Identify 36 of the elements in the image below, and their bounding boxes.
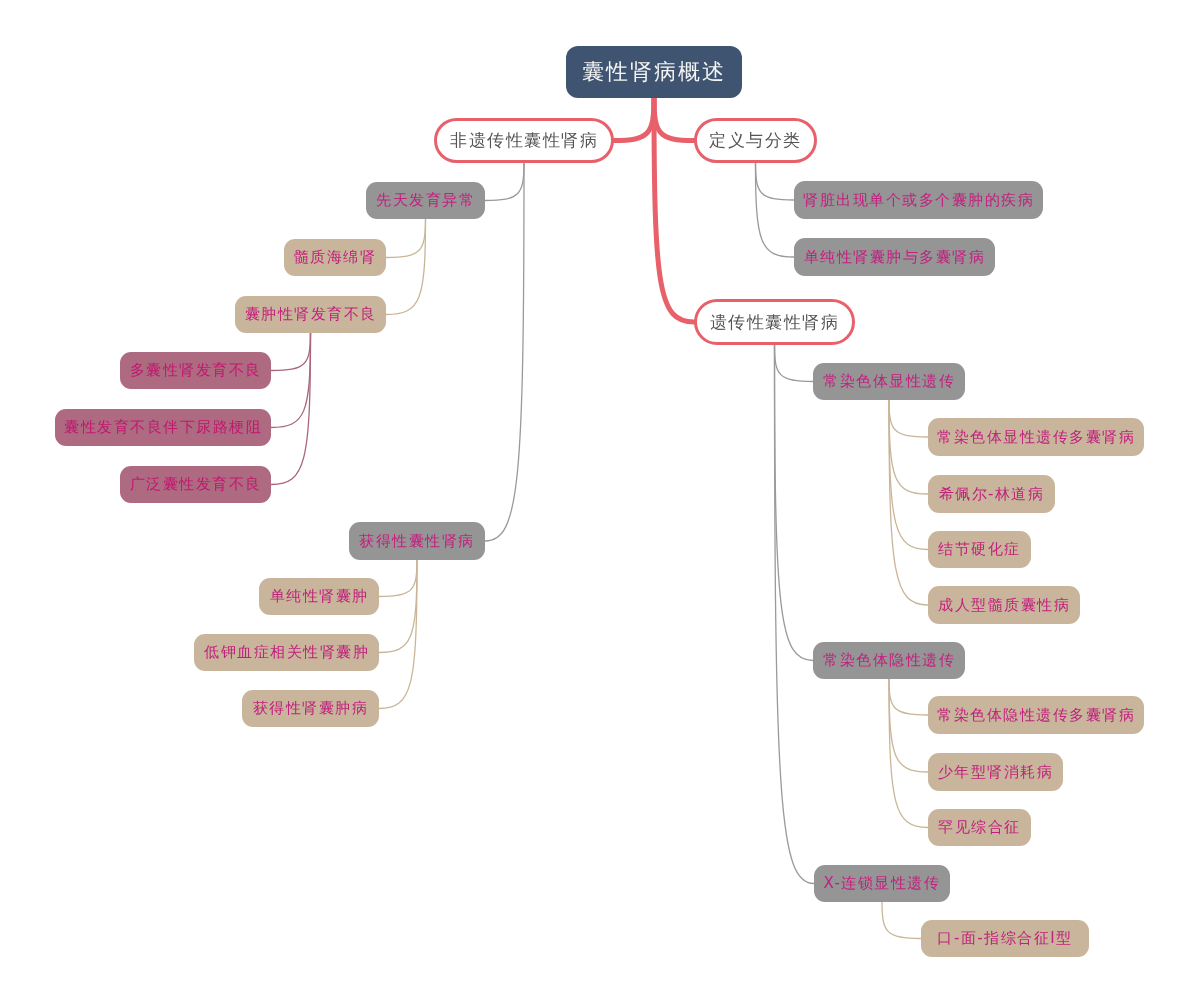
detail-box: 希佩尔-林道病 [928, 475, 1055, 513]
detail-box: 常染色体隐性遗传多囊肾病 [928, 696, 1144, 734]
detail-box: 广泛囊性发育不良 [120, 466, 271, 503]
subtopic-box: X-连锁显性遗传 [814, 865, 950, 902]
subtopic-box: 肾脏出现单个或多个囊肿的疾病 [794, 181, 1043, 219]
central-topic-box: 囊性肾病概述 [566, 46, 742, 98]
detail-box: 成人型髓质囊性病 [928, 586, 1080, 624]
subtopic-box: 常染色体隐性遗传 [813, 642, 965, 679]
detail-box: 罕见综合征 [928, 809, 1031, 846]
connector-line [888, 399, 929, 606]
connector-line [484, 162, 525, 542]
main-topic-box: 定义与分类 [694, 118, 817, 163]
connector-line [888, 678, 929, 829]
detail-box: 多囊性肾发育不良 [120, 352, 271, 389]
main-topic-box: 遗传性囊性肾病 [694, 299, 855, 345]
connector-line [881, 901, 922, 940]
subtopic-box: 获得性囊性肾病 [349, 522, 485, 560]
connector-line [378, 559, 418, 710]
detail-box: 囊性发育不良伴下尿路梗阻 [55, 409, 271, 446]
main-topic-box: 非遗传性囊性肾病 [434, 118, 614, 163]
detail-box: 囊肿性肾发育不良 [235, 296, 386, 333]
connector-line [270, 332, 312, 486]
detail-box: 单纯性肾囊肿 [259, 578, 379, 615]
connector-line [754, 162, 795, 258]
connector-line [773, 344, 815, 885]
detail-box: 常染色体显性遗传多囊肾病 [928, 418, 1144, 456]
detail-box: 低钾血症相关性肾囊肿 [194, 634, 379, 671]
detail-box: 少年型肾消耗病 [928, 753, 1063, 791]
subtopic-box: 常染色体显性遗传 [813, 363, 965, 400]
detail-box: 口-面-指综合征Ⅰ型 [921, 920, 1089, 957]
connector-line [385, 218, 427, 316]
subtopic-box: 单纯性肾囊肿与多囊肾病 [794, 238, 995, 276]
detail-box: 髓质海绵肾 [284, 239, 386, 276]
detail-box: 获得性肾囊肿病 [242, 690, 379, 727]
detail-box: 结节硬化症 [928, 531, 1031, 568]
subtopic-box: 先天发育异常 [366, 182, 485, 219]
